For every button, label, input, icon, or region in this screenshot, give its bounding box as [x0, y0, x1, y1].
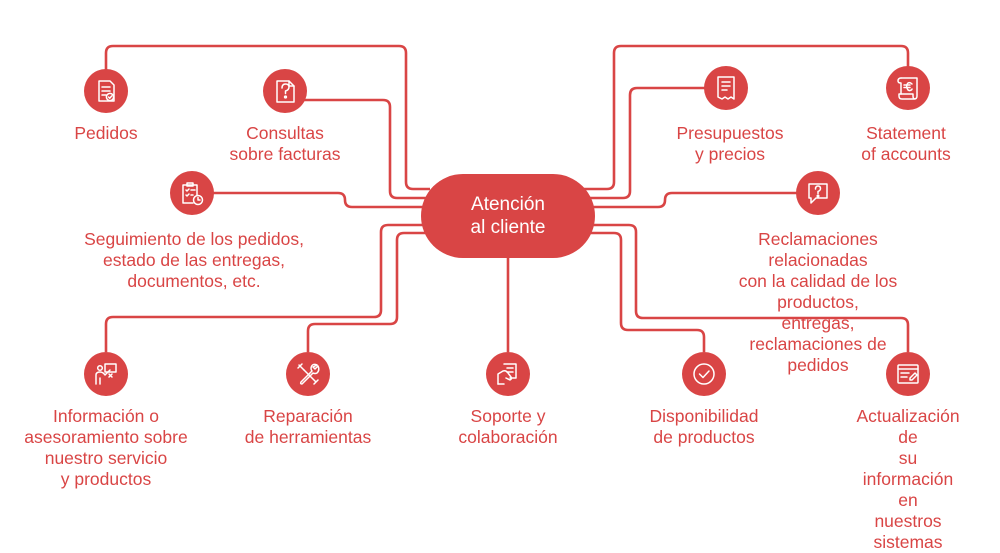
document-check-icon: [84, 69, 128, 113]
center-node: [421, 174, 595, 258]
connector-informacion: [104, 223, 430, 352]
label-presupuestos: Presupuestos y precios: [676, 123, 784, 164]
customer-service-diagram: [84, 44, 930, 396]
window-edit-icon: [886, 352, 930, 396]
person-presentation-icon: [84, 352, 128, 396]
label-actualizacion: Actualización de su información en nuest…: [856, 406, 960, 552]
label-reclamaciones: Reclamaciones relacionadas con la calida…: [738, 229, 898, 375]
document-question-icon: [263, 69, 307, 113]
connector-seguimiento: [212, 191, 426, 209]
connector-disponibilidad: [582, 231, 706, 352]
label-seguimiento: Seguimiento de los pedidos, estado de la…: [84, 229, 304, 291]
receipt-icon: [704, 66, 748, 110]
connector-reparacion: [306, 231, 432, 352]
center-node-label: Atención al cliente: [470, 194, 546, 238]
hand-document-icon: [486, 352, 530, 396]
connector-presupuestos: [588, 86, 726, 200]
label-pedidos: Pedidos: [74, 123, 138, 143]
scroll-currency-icon: [886, 66, 930, 110]
label-disponibilidad: Disponibilidad de productos: [649, 406, 759, 447]
label-informacion: Información o asesoramiento sobre nuestr…: [24, 406, 188, 489]
label-statement: Statement of accounts: [861, 123, 951, 164]
check-circle-icon: [682, 352, 726, 396]
connector-pedidos: [104, 44, 430, 191]
label-consultas: Consultas sobre facturas: [229, 123, 341, 164]
label-reparacion: Reparación de herramientas: [244, 406, 372, 447]
label-soporte: Soporte y colaboración: [458, 406, 558, 447]
clipboard-clock-icon: [170, 171, 214, 215]
connector-actualizacion: [586, 223, 910, 352]
wrench-screwdriver-icon: [286, 352, 330, 396]
chat-question-icon: [796, 171, 840, 215]
connector-statement: [584, 44, 910, 191]
connector-reclamaciones: [590, 191, 798, 209]
